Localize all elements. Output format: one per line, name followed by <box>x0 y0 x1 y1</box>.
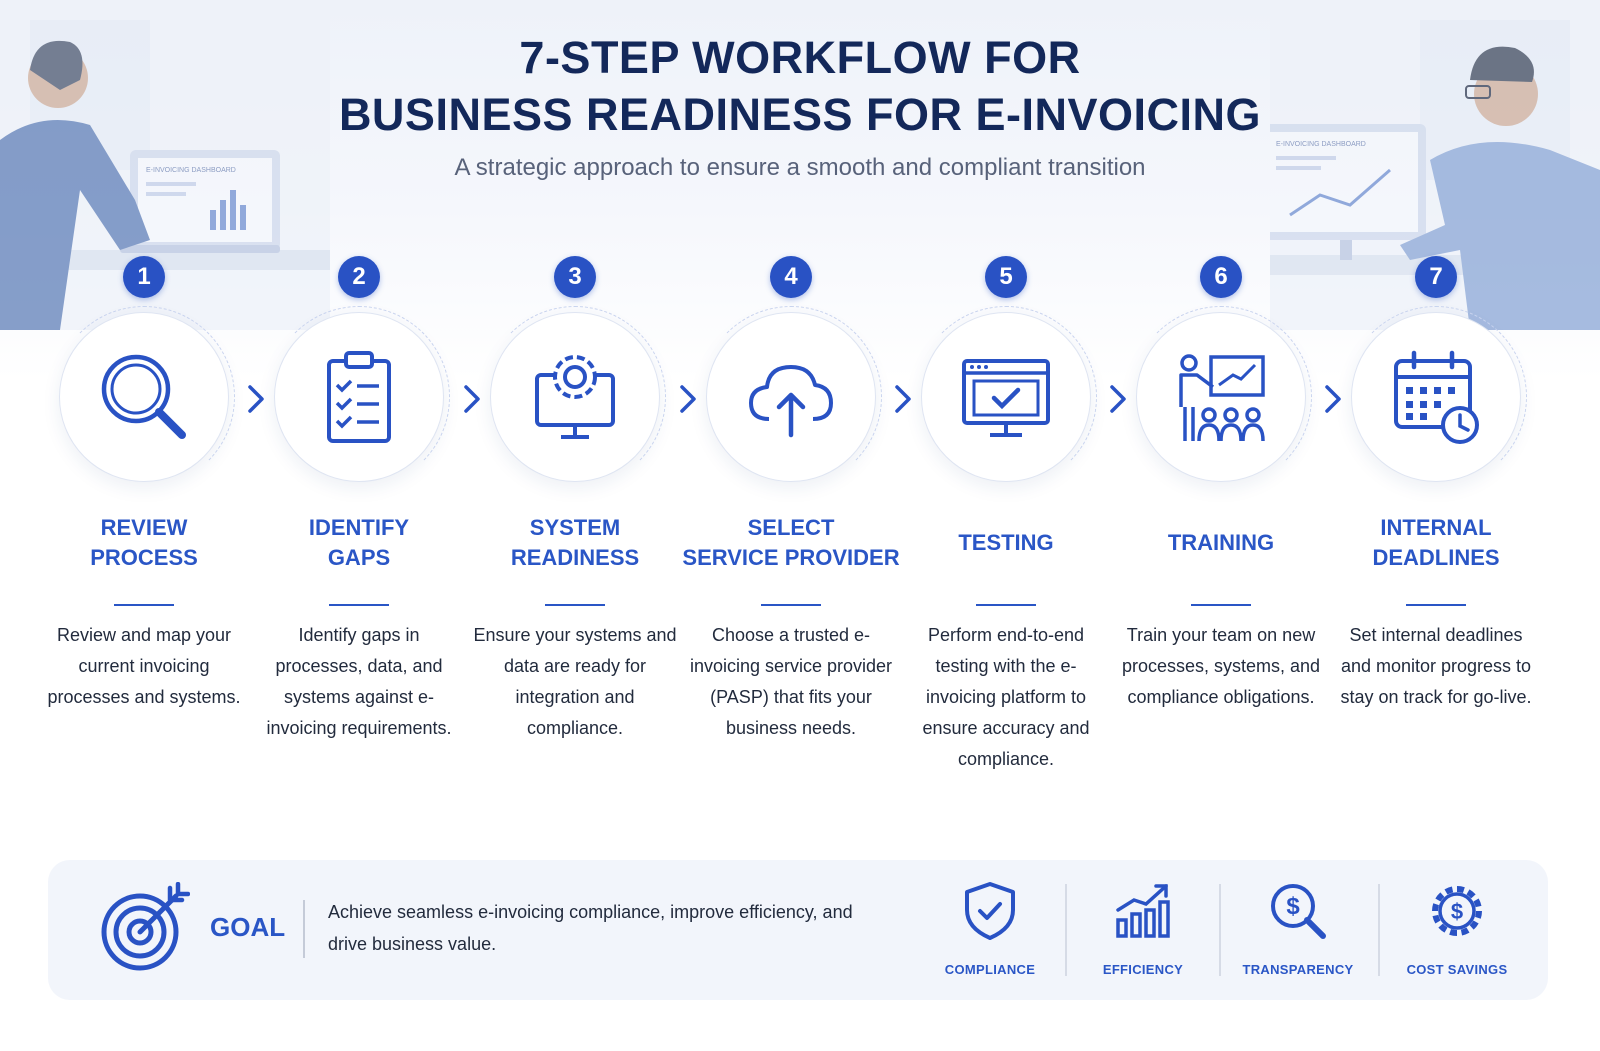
step-number-badge: 2 <box>338 256 380 298</box>
workflow-step-6: 6 TRAINING Train your team on new proces… <box>1112 256 1330 796</box>
benefit-label: EFFICIENCY <box>1102 962 1184 977</box>
step-number-badge: 3 <box>554 256 596 298</box>
calendar-clock-icon <box>1394 350 1479 444</box>
chevron-right-icon <box>895 385 911 413</box>
step-description: Train your team on new processes, system… <box>1121 625 1321 707</box>
step-icon-circle <box>1345 306 1527 488</box>
step-description: Review and map your current invoicing pr… <box>47 625 241 707</box>
svg-text:$: $ <box>1451 899 1463 924</box>
benefit-divider <box>1065 884 1067 976</box>
step-title-line-2: READINESS <box>510 545 640 570</box>
step-icon-circle <box>268 306 450 488</box>
chevron-right-icon <box>248 385 264 413</box>
step-title: SELECT SERVICE PROVIDER <box>682 510 900 576</box>
step-title-line-1: SYSTEM <box>529 515 621 540</box>
step-title-line-1: REVIEW <box>100 515 188 540</box>
goal-label: GOAL <box>210 912 286 942</box>
step-title-line-2: GAPS <box>327 545 391 570</box>
step-icon-circle <box>53 306 235 488</box>
cloud-upload-icon <box>749 365 833 438</box>
person-laptop-illustration: E-INVOICING DASHBOARD <box>0 0 330 330</box>
benefit-label: TRANSPARENCY <box>1242 962 1354 977</box>
gear-dollar-icon: $ <box>1432 886 1482 936</box>
step-number-badge: 4 <box>770 256 812 298</box>
goal-divider <box>303 900 305 958</box>
workflow-step-3: 3 SYSTEM READINESS Ensure your systems a… <box>466 256 684 796</box>
step-title: REVIEW PROCESS <box>35 510 253 576</box>
workflow-step-7: 7 INTERNAL DEADLINES Set internal deadli… <box>1327 256 1545 796</box>
workflow-step-2: 2 IDENTIFY GAPS Identify gaps in process… <box>250 256 468 796</box>
benefit-divider <box>1378 884 1380 976</box>
gear-monitor-icon <box>535 355 615 439</box>
benefit-label: COST SAVINGS <box>1406 962 1508 977</box>
step-title-line-1: INTERNAL <box>1380 515 1492 540</box>
workflow-step-4: 4 SELECT SERVICE PROVIDER Choose a trust… <box>682 256 900 796</box>
step-title-line-2: SERVICE PROVIDER <box>682 545 900 570</box>
benefit-label: COMPLIANCE <box>944 962 1036 977</box>
step-icon-circle <box>700 306 882 488</box>
benefit-divider <box>1219 884 1221 976</box>
step-divider <box>114 604 174 606</box>
presentation-icon <box>1179 354 1265 442</box>
goal-text: Achieve seamless e-invoicing compliance,… <box>328 902 853 954</box>
checklist-icon <box>327 351 391 443</box>
step-title-line-2: PROCESS <box>90 545 198 570</box>
monitor-check-icon <box>962 359 1050 437</box>
step-title: TESTING <box>897 510 1115 576</box>
step-title-line-2: DEADLINES <box>1372 545 1500 570</box>
step-number-badge: 6 <box>1200 256 1242 298</box>
step-description: Set internal deadlines and monitor progr… <box>1340 625 1532 707</box>
benefit-cost-savings: $ COST SAVINGS <box>1382 880 1532 980</box>
magnifier-icon <box>101 354 186 439</box>
step-title: SYSTEM READINESS <box>466 510 684 576</box>
person-monitor-illustration: E-INVOICING DASHBOARD <box>1270 0 1600 330</box>
step-number-badge: 7 <box>1415 256 1457 298</box>
shield-check-icon <box>965 882 1015 940</box>
step-divider <box>545 604 605 606</box>
left-screen-label: E-INVOICING DASHBOARD <box>146 167 236 174</box>
step-title-line-1: SELECT <box>747 515 835 540</box>
page-title-line-1: 7-STEP WORKFLOW FOR <box>519 32 1081 83</box>
benefit-compliance: COMPLIANCE <box>915 880 1065 980</box>
benefit-efficiency: EFFICIENCY <box>1068 880 1218 980</box>
chevron-right-icon <box>680 385 696 413</box>
growth-chart-icon <box>1116 884 1170 938</box>
step-description: Ensure your systems and data are ready f… <box>473 625 677 738</box>
target-arrow-icon <box>101 882 190 971</box>
workflow-step-1: 1 REVIEW PROCESS Review and map your cur… <box>35 256 253 796</box>
benefit-transparency: $ TRANSPARENCY <box>1223 880 1373 980</box>
step-description: Identify gaps in processes, data, and sy… <box>266 625 452 738</box>
step-title: TRAINING <box>1112 510 1330 576</box>
step-description: Choose a trusted e-invoicing service pro… <box>689 625 893 738</box>
step-title: INTERNAL DEADLINES <box>1327 510 1545 576</box>
step-title-line-1: TESTING <box>958 530 1054 555</box>
step-icon-circle <box>484 306 666 488</box>
step-title-line-1: IDENTIFY <box>308 515 410 540</box>
chevron-right-icon <box>1325 385 1341 413</box>
step-icon-circle <box>915 306 1097 488</box>
chevron-right-icon <box>464 385 480 413</box>
svg-text:$: $ <box>1286 893 1300 920</box>
step-divider <box>1406 604 1466 606</box>
magnifier-dollar-icon: $ <box>1271 884 1326 939</box>
step-divider <box>329 604 389 606</box>
workflow-step-5: 5 TESTING Perform end-to-end testing wit… <box>897 256 1115 796</box>
step-divider <box>761 604 821 606</box>
step-divider <box>976 604 1036 606</box>
step-icon-circle <box>1130 306 1312 488</box>
step-number-badge: 1 <box>123 256 165 298</box>
step-title-line-1: TRAINING <box>1167 530 1275 555</box>
page-title-line-2: BUSINESS READINESS FOR E-INVOICING <box>338 89 1262 140</box>
right-screen-label: E-INVOICING DASHBOARD <box>1276 141 1366 148</box>
chevron-right-icon <box>1110 385 1126 413</box>
step-description: Perform end-to-end testing with the e-in… <box>922 625 1090 769</box>
step-number-badge: 5 <box>985 256 1027 298</box>
goal-panel <box>48 860 1548 1000</box>
step-title: IDENTIFY GAPS <box>250 510 468 576</box>
step-divider <box>1191 604 1251 606</box>
page-subtitle: A strategic approach to ensure a smooth … <box>454 154 1146 181</box>
